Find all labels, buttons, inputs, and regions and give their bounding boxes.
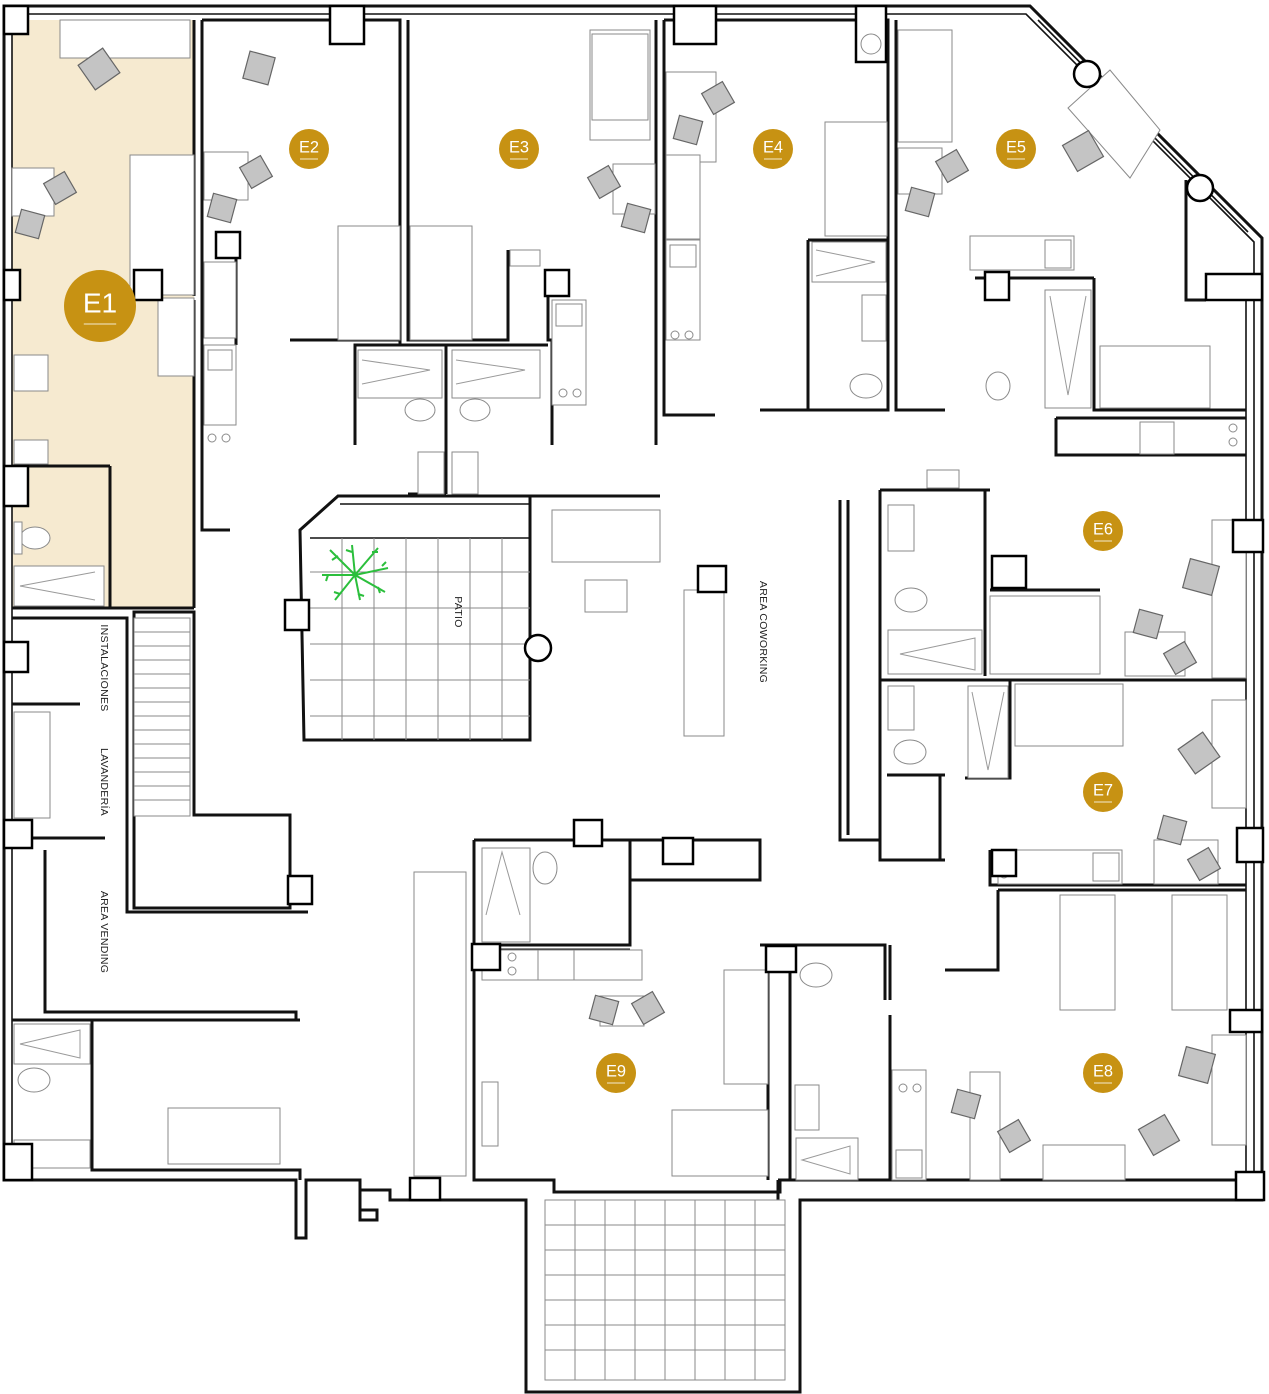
unit-badge-circle [289, 129, 329, 169]
chairs [14, 47, 1222, 1157]
unit-badge-e3[interactable]: E3 [499, 129, 539, 169]
coworking-label: AREA COWORKING [757, 581, 769, 683]
unit-badge-e8[interactable]: E8 [1083, 1053, 1123, 1093]
unit-badge-label: E2 [299, 138, 319, 156]
unit-badge-circle [64, 270, 136, 342]
unit-badge-label: E8 [1093, 1062, 1113, 1080]
unit-badge-circle [1083, 1053, 1123, 1093]
unit-badge-label: E4 [763, 138, 783, 156]
terrace-tiles [544, 1199, 786, 1381]
unit-badge-e4[interactable]: E4 [753, 129, 793, 169]
lavanderia-label: LAVANDERÍA [98, 748, 111, 816]
instalaciones-label: INSTALACIONES [98, 624, 110, 711]
unit-badge-circle [996, 129, 1036, 169]
unit-badge-e2[interactable]: E2 [289, 129, 329, 169]
unit-badge-circle [753, 129, 793, 169]
unit-badge-circle [596, 1053, 636, 1093]
unit-badge-label: E3 [509, 138, 529, 156]
pillars [2, 4, 1266, 1202]
unit-badge-e1[interactable]: E1 [64, 270, 136, 342]
staircase [133, 617, 191, 817]
unit-badge-e5[interactable]: E5 [996, 129, 1036, 169]
unit-badge-label: E9 [606, 1062, 626, 1080]
furniture [11, 19, 1247, 1181]
unit-badge-label: E6 [1093, 520, 1113, 538]
unit-badge-circle [1083, 772, 1123, 812]
unit-badge-label: E1 [83, 288, 117, 319]
vending-label: AREA VENDING [98, 891, 110, 973]
unit-badge-e6[interactable]: E6 [1083, 511, 1123, 551]
unit-badge-label: E7 [1093, 781, 1113, 799]
unit-badge-e7[interactable]: E7 [1083, 772, 1123, 812]
unit-badge-circle [1083, 511, 1123, 551]
patio-tiles [310, 538, 530, 740]
unit-badge-e9[interactable]: E9 [596, 1053, 636, 1093]
palm-plant-icon [322, 544, 389, 601]
unit-badge-circle [499, 129, 539, 169]
unit-badge-label: E5 [1006, 138, 1026, 156]
patio-label: PATIO [452, 596, 464, 627]
